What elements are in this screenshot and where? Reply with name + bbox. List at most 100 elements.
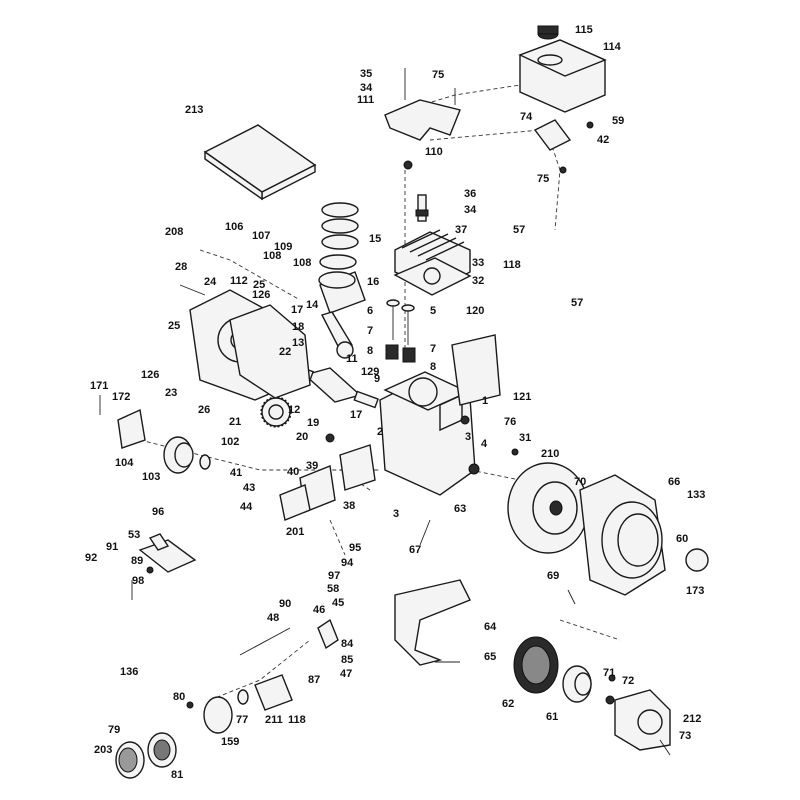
callout-85[interactable]: 85 bbox=[341, 654, 353, 666]
callout-19[interactable]: 19 bbox=[307, 417, 319, 429]
callout-98[interactable]: 98 bbox=[132, 575, 144, 587]
callout-126a[interactable]: 126 bbox=[252, 289, 270, 301]
callout-103[interactable]: 103 bbox=[142, 471, 160, 483]
callout-37[interactable]: 37 bbox=[455, 224, 467, 236]
callout-115[interactable]: 115 bbox=[575, 24, 593, 36]
callout-12[interactable]: 12 bbox=[288, 404, 300, 416]
callout-75b[interactable]: 75 bbox=[537, 173, 549, 185]
callout-46[interactable]: 46 bbox=[313, 604, 325, 616]
callout-79[interactable]: 79 bbox=[108, 724, 120, 736]
callout-21[interactable]: 21 bbox=[229, 416, 241, 428]
valves[interactable] bbox=[386, 299, 415, 345]
cover-gasket[interactable] bbox=[229, 304, 311, 399]
callout-77[interactable]: 77 bbox=[236, 714, 248, 726]
callout-110[interactable]: 110 bbox=[425, 146, 443, 158]
tank-support[interactable] bbox=[533, 119, 572, 151]
cylinder-block[interactable] bbox=[379, 371, 476, 496]
head-gasket[interactable] bbox=[393, 257, 472, 296]
callout-91[interactable]: 91 bbox=[106, 541, 118, 553]
callout-8a[interactable]: 8 bbox=[367, 345, 373, 357]
callout-95[interactable]: 95 bbox=[349, 542, 361, 554]
callout-22[interactable]: 22 bbox=[279, 346, 291, 358]
callout-62[interactable]: 62 bbox=[502, 698, 514, 710]
callout-71[interactable]: 71 bbox=[603, 667, 615, 679]
callout-212[interactable]: 212 bbox=[683, 713, 701, 725]
callout-70[interactable]: 70 bbox=[574, 476, 586, 488]
callout-32[interactable]: 32 bbox=[472, 275, 484, 287]
pulley[interactable] bbox=[163, 436, 194, 474]
callout-159[interactable]: 159 bbox=[221, 736, 239, 748]
callout-13[interactable]: 13 bbox=[292, 337, 304, 349]
callout-80[interactable]: 80 bbox=[173, 691, 185, 703]
callout-26[interactable]: 26 bbox=[198, 404, 210, 416]
fuel-tank[interactable] bbox=[518, 39, 607, 113]
callout-89[interactable]: 89 bbox=[131, 555, 143, 567]
connecting-rod[interactable] bbox=[320, 311, 354, 359]
callout-16[interactable]: 16 bbox=[367, 276, 379, 288]
callout-107[interactable]: 107 bbox=[252, 230, 270, 242]
callout-136[interactable]: 136 bbox=[120, 666, 138, 678]
callout-118b[interactable]: 118 bbox=[288, 714, 306, 726]
callout-8b[interactable]: 8 bbox=[430, 361, 436, 373]
tank-bracket[interactable] bbox=[384, 99, 461, 141]
callout-57b[interactable]: 57 bbox=[571, 297, 583, 309]
fuel-cap[interactable] bbox=[537, 25, 559, 40]
callout-25a[interactable]: 25 bbox=[253, 279, 265, 291]
callout-24[interactable]: 24 bbox=[204, 276, 217, 288]
air-filter-element[interactable] bbox=[147, 732, 177, 768]
callout-173[interactable]: 173 bbox=[686, 585, 704, 597]
callout-67[interactable]: 67 bbox=[409, 544, 421, 556]
callout-171[interactable]: 171 bbox=[90, 380, 108, 392]
callout-102[interactable]: 102 bbox=[221, 436, 239, 448]
callout-81[interactable]: 81 bbox=[171, 769, 183, 781]
air-cleaner-cover[interactable] bbox=[115, 741, 145, 779]
piston-rings[interactable] bbox=[319, 202, 359, 270]
callout-108b[interactable]: 108 bbox=[293, 257, 311, 269]
callout-64[interactable]: 64 bbox=[484, 621, 497, 633]
callout-34a[interactable]: 34 bbox=[360, 82, 373, 94]
callout-23[interactable]: 23 bbox=[165, 387, 177, 399]
callout-14[interactable]: 14 bbox=[306, 299, 319, 311]
callout-111[interactable]: 111 bbox=[357, 94, 374, 106]
callout-17b[interactable]: 17 bbox=[350, 409, 362, 421]
callout-57a[interactable]: 57 bbox=[513, 224, 525, 236]
gasket-set-box[interactable] bbox=[203, 124, 317, 201]
callout-104[interactable]: 104 bbox=[115, 457, 134, 469]
callout-211[interactable]: 211 bbox=[265, 714, 283, 726]
callout-40[interactable]: 40 bbox=[287, 466, 299, 478]
callout-66[interactable]: 66 bbox=[668, 476, 680, 488]
callout-126b[interactable]: 126 bbox=[141, 369, 159, 381]
callout-73[interactable]: 73 bbox=[679, 730, 691, 742]
callout-11[interactable]: 11 bbox=[346, 353, 358, 365]
callout-33[interactable]: 33 bbox=[472, 257, 484, 269]
callout-65[interactable]: 65 bbox=[484, 651, 496, 663]
callout-133[interactable]: 133 bbox=[687, 489, 705, 501]
callout-121[interactable]: 121 bbox=[513, 391, 531, 403]
intake-gasket[interactable] bbox=[237, 689, 249, 705]
callout-201[interactable]: 201 bbox=[286, 526, 304, 538]
starter-screen[interactable] bbox=[513, 636, 559, 694]
callout-28[interactable]: 28 bbox=[175, 261, 187, 273]
callout-61[interactable]: 61 bbox=[546, 711, 558, 723]
callout-5[interactable]: 5 bbox=[430, 305, 436, 317]
callout-114[interactable]: 114 bbox=[603, 41, 622, 53]
callout-172[interactable]: 172 bbox=[112, 391, 130, 403]
starter-cup[interactable] bbox=[562, 665, 592, 703]
valve-springs[interactable] bbox=[385, 344, 416, 363]
carburetor[interactable] bbox=[254, 674, 293, 711]
base-shroud[interactable] bbox=[394, 579, 471, 666]
control-bracket[interactable] bbox=[138, 533, 197, 573]
callout-7a[interactable]: 7 bbox=[367, 325, 373, 337]
carburetor-mount[interactable] bbox=[203, 696, 233, 734]
callout-18[interactable]: 18 bbox=[292, 321, 304, 333]
callout-96[interactable]: 96 bbox=[152, 506, 164, 518]
callout-17a[interactable]: 17 bbox=[291, 304, 303, 316]
flywheel[interactable] bbox=[507, 462, 589, 554]
callout-41[interactable]: 41 bbox=[230, 467, 242, 479]
piston[interactable] bbox=[318, 271, 366, 314]
callout-6[interactable]: 6 bbox=[367, 305, 373, 317]
blower-decal[interactable] bbox=[685, 548, 709, 572]
callout-120[interactable]: 120 bbox=[466, 305, 484, 317]
callout-1[interactable]: 1 bbox=[482, 395, 488, 407]
callout-59[interactable]: 59 bbox=[612, 115, 624, 127]
